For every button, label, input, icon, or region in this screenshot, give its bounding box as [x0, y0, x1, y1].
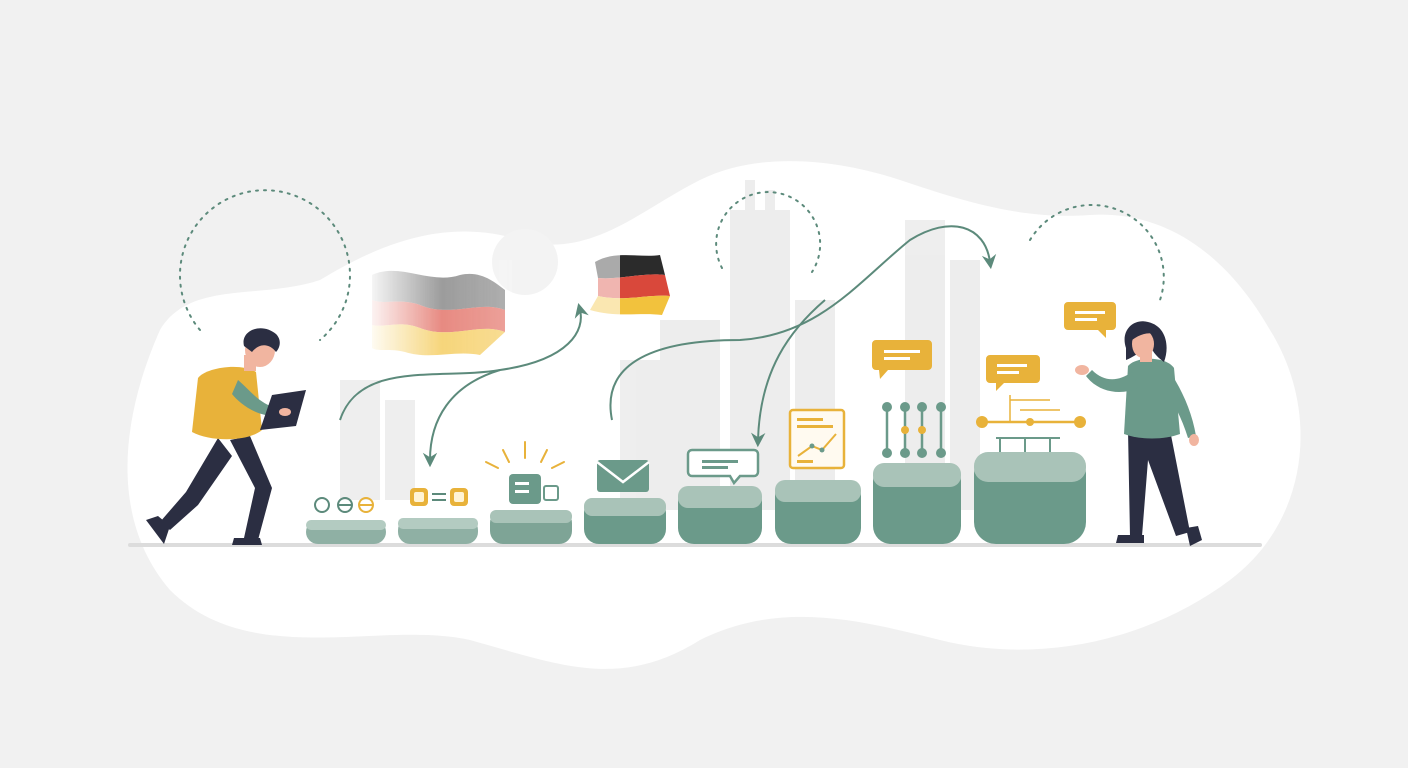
dotted-arc-left — [178, 189, 351, 341]
network-connections-icon — [976, 395, 1086, 452]
step-1 — [306, 520, 386, 544]
step-7 — [873, 463, 961, 544]
step-5 — [678, 486, 762, 544]
speech-bubble-2 — [986, 355, 1040, 391]
step-4 — [584, 498, 666, 544]
speech-bubble-1 — [872, 340, 932, 379]
arrow-curve-1 — [339, 303, 589, 421]
speech-bubble-3 — [1064, 302, 1116, 338]
city-skyline — [340, 180, 980, 510]
envelope-icon — [596, 460, 650, 492]
step-2 — [398, 518, 478, 544]
dotted-arc-middle — [715, 191, 822, 273]
chart-document-icon — [788, 408, 846, 470]
circle-links-icon — [314, 497, 374, 513]
document-idea-icon — [485, 441, 565, 504]
flow-arrows — [339, 225, 997, 468]
arrow-curve-2 — [422, 369, 501, 468]
woman-figure — [1075, 321, 1202, 546]
flag-left — [372, 260, 512, 360]
step-3 — [490, 510, 572, 544]
chat-bubble-icon — [686, 448, 760, 486]
flag-right — [580, 250, 670, 320]
arrow-curve-3 — [609, 225, 997, 421]
step-6 — [775, 480, 861, 544]
man-figure — [146, 328, 306, 545]
dotted-arc-right — [1029, 204, 1165, 301]
step-platforms — [306, 452, 1086, 544]
step-8 — [974, 452, 1086, 544]
coin-exchange-icon — [410, 488, 468, 506]
woman-head — [1132, 330, 1154, 358]
arrow-curve-4 — [751, 299, 826, 448]
pins-icon — [882, 402, 946, 458]
